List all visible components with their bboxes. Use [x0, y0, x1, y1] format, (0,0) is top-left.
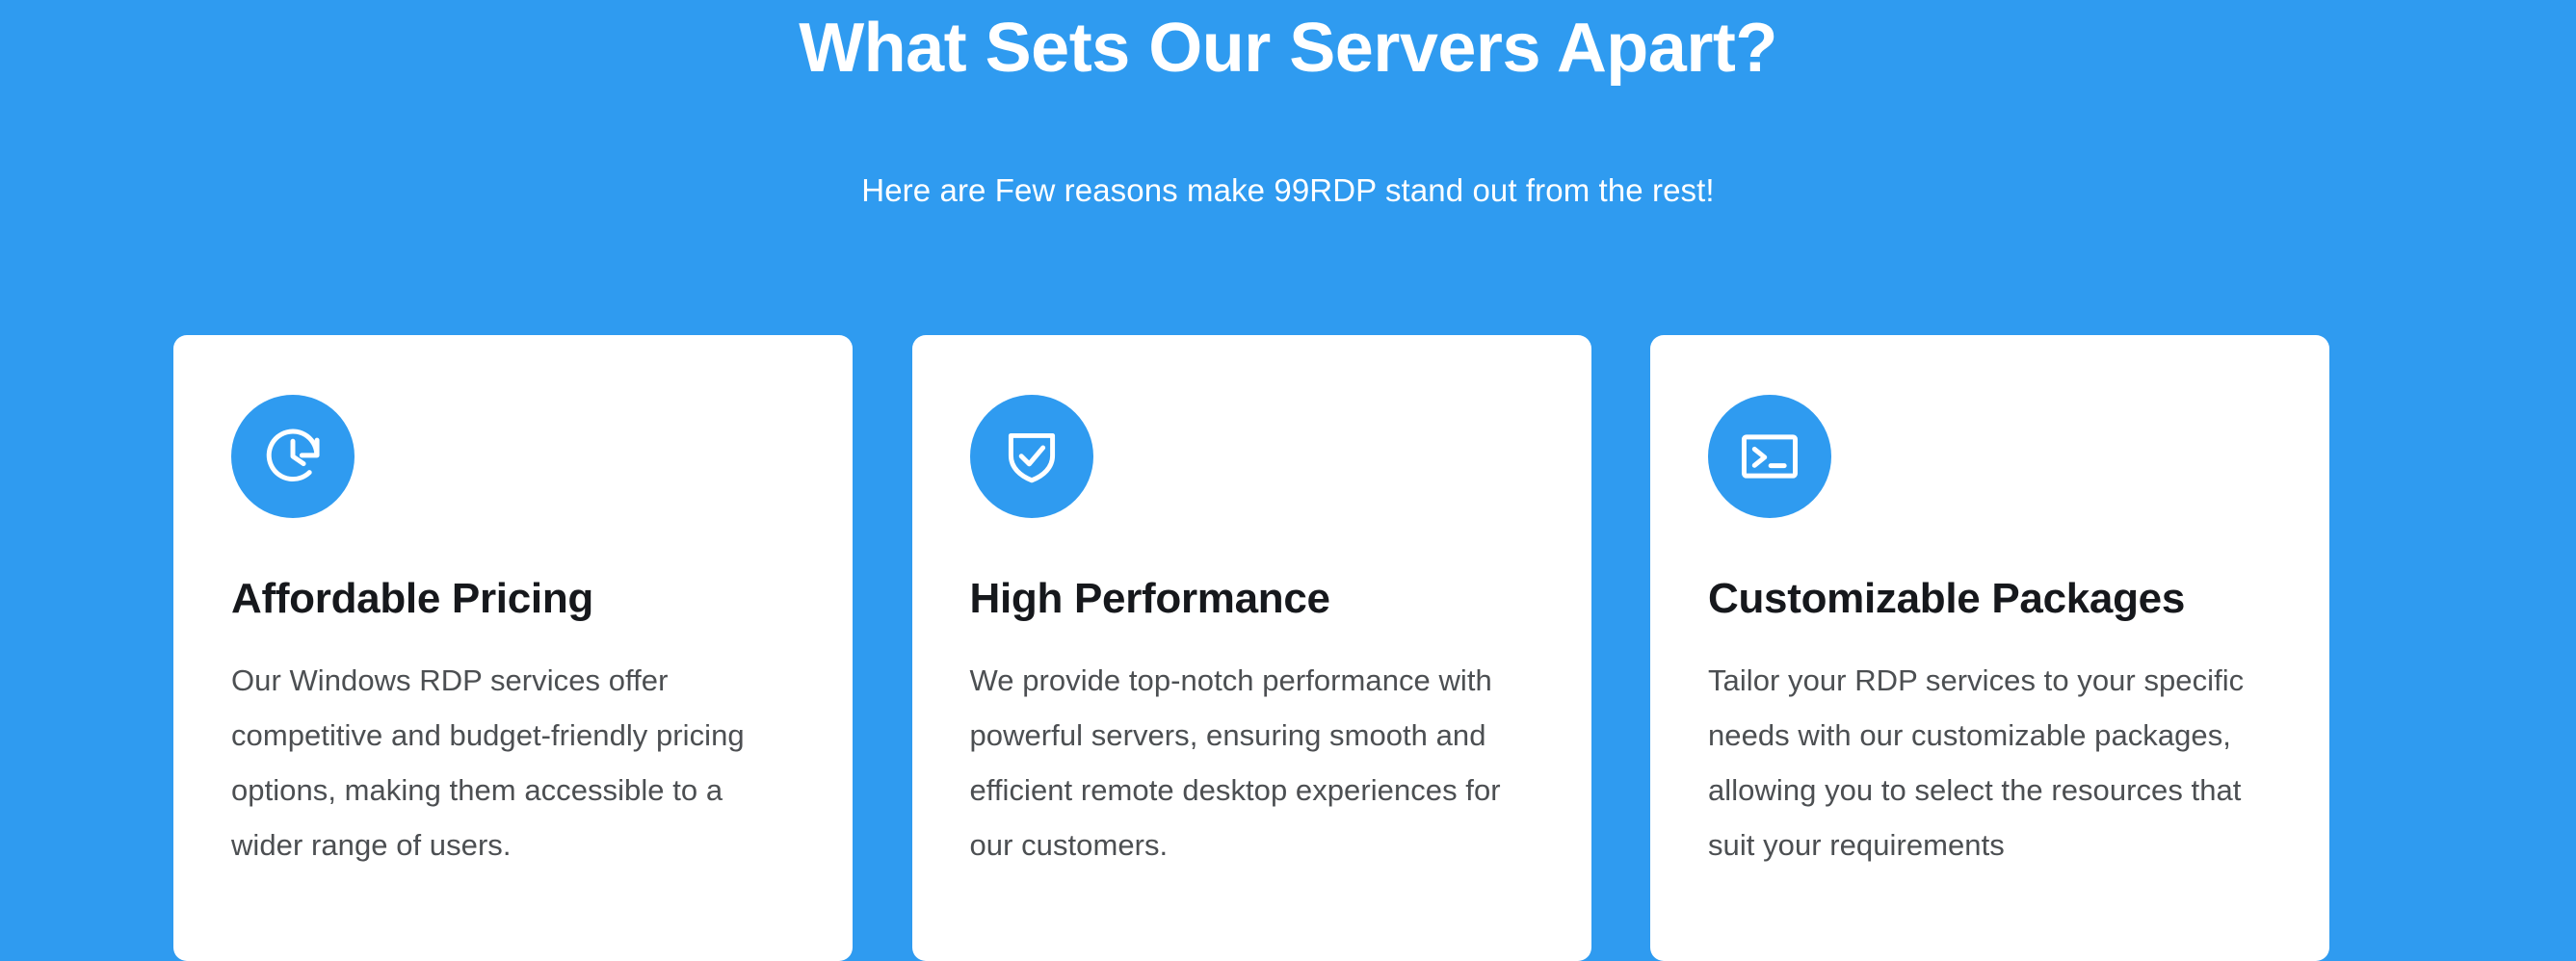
feature-card-affordable-pricing[interactable]: Affordable Pricing Our Windows RDP servi…: [173, 335, 853, 961]
feature-card-high-performance[interactable]: High Performance We provide top-notch pe…: [911, 335, 1591, 961]
feature-card-description: Tailor your RDP services to your specifi…: [1708, 663, 2245, 862]
feature-card-title: High Performance: [969, 575, 1330, 622]
feature-card-customizable-packages[interactable]: Customizable Packages Tailor your RDP se…: [1650, 335, 2329, 961]
page-title: What Sets Our Servers Apart?: [799, 10, 1777, 87]
shield-check-icon: [969, 395, 1093, 518]
feature-card-description: Our Windows RDP services offer competiti…: [231, 663, 745, 862]
feature-card-title: Customizable Packages: [1708, 575, 2186, 622]
terminal-icon: [1708, 395, 1831, 518]
feature-card-description: We provide top-notch performance with po…: [969, 663, 1501, 862]
clock-rotate-icon: [231, 395, 355, 518]
section-subtitle: Here are Few reasons make 99RDP stand ou…: [861, 172, 1715, 208]
feature-card-title: Affordable Pricing: [231, 575, 593, 622]
feature-cards-row: Affordable Pricing Our Windows RDP servi…: [173, 335, 2329, 961]
